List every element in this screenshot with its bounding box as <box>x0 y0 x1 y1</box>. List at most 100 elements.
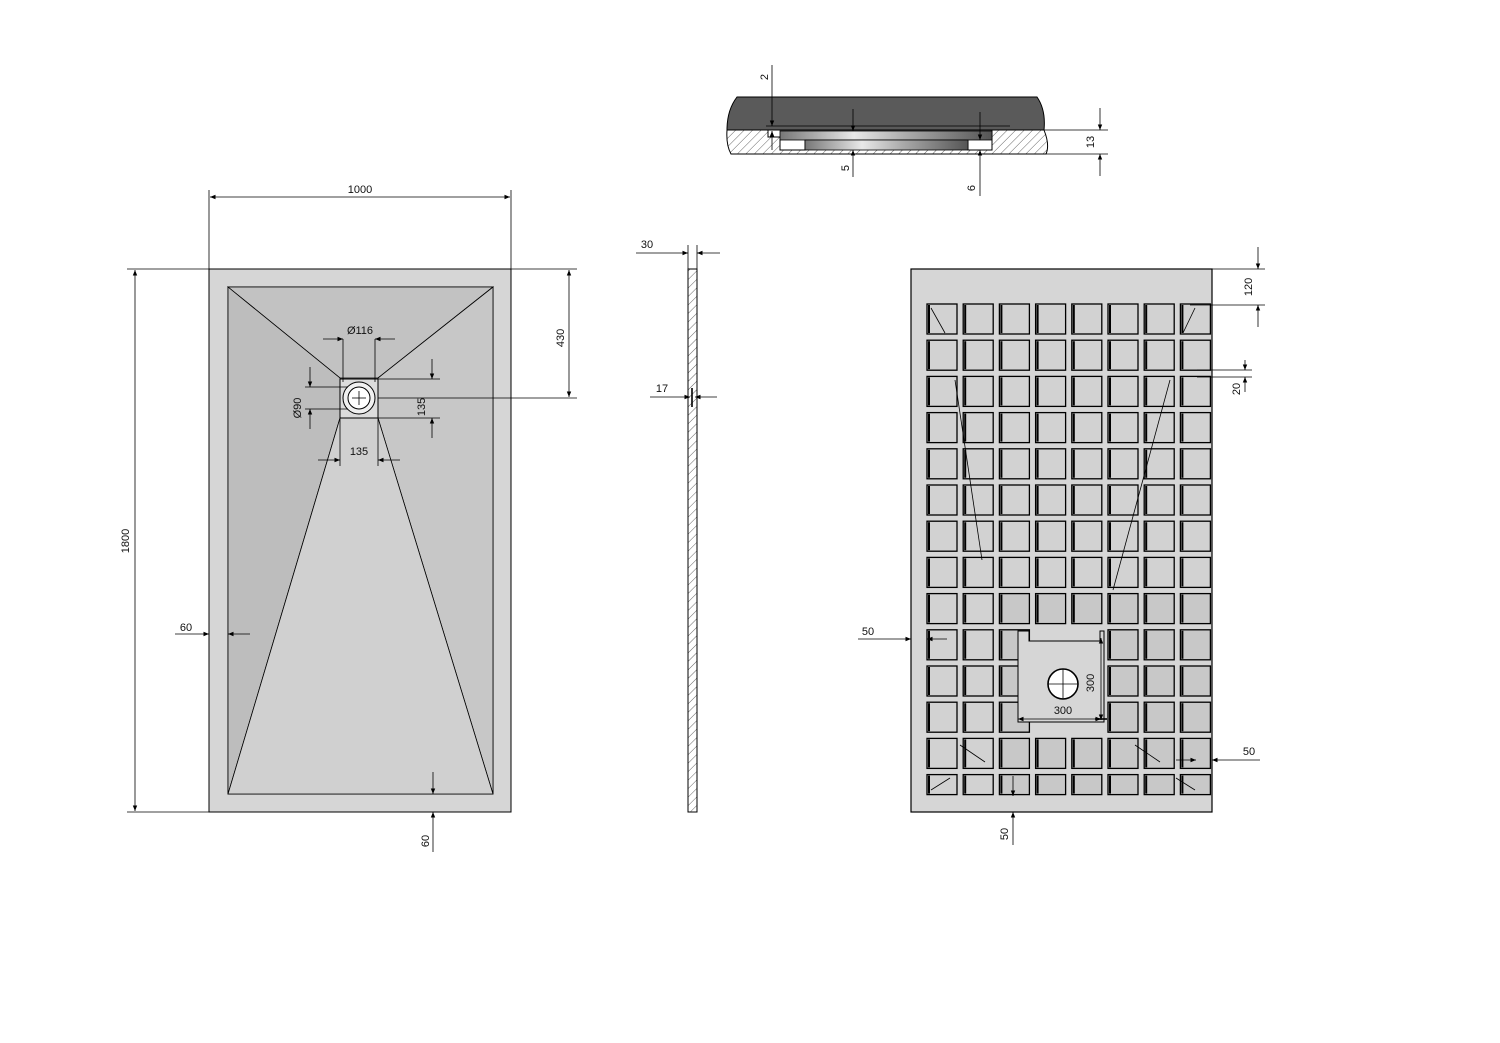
rib-cell <box>1071 484 1103 516</box>
rib-cell <box>998 411 1031 444</box>
slope-seam-line <box>930 777 951 791</box>
dim-grate-diameter-label: Ø116 <box>347 325 373 337</box>
side-profile <box>687 268 698 813</box>
rib-cell <box>926 484 958 516</box>
rib-cell <box>1071 303 1103 335</box>
rib-cell <box>1143 665 1175 697</box>
rib-cell <box>1143 303 1175 335</box>
dim-rim-side-label: 60 <box>180 622 192 634</box>
slope-seam-line <box>959 744 986 763</box>
rib-cell <box>1143 737 1175 770</box>
rib-cell <box>962 411 994 444</box>
rib-cell <box>926 701 958 733</box>
slope-seam-line <box>1175 777 1196 791</box>
dim-bottom-rib-label: 20 <box>1231 383 1243 395</box>
rib-cell <box>1107 701 1139 733</box>
rib-cell <box>1143 701 1175 733</box>
rib-cell <box>1034 411 1067 444</box>
rib-cell <box>962 556 994 589</box>
rib-cell <box>1179 701 1212 733</box>
rib-cell <box>1034 448 1067 480</box>
dim-grate-height-label: 135 <box>416 398 428 416</box>
rib-cell <box>962 665 994 697</box>
rib-cell <box>1107 665 1139 697</box>
rib-cell <box>926 629 958 661</box>
rib-cell <box>1034 303 1067 335</box>
rib-cell <box>962 339 994 371</box>
rib-cell <box>926 665 958 697</box>
rib-cell <box>1034 484 1067 516</box>
rib-cell <box>926 375 958 408</box>
dim-cutout-width-label: 300 <box>1054 705 1072 717</box>
rib-cell <box>1143 375 1175 408</box>
rib-cell <box>962 592 994 625</box>
dim-side-inner-label: 17 <box>656 383 668 395</box>
dim-section-recess-label: 2 <box>759 74 771 80</box>
rib-cell <box>1143 556 1175 589</box>
rib-cell <box>962 773 994 796</box>
rib-cell <box>1034 339 1067 371</box>
section-drain-body <box>804 139 969 151</box>
rib-cell <box>1179 556 1212 589</box>
dim-bottom-edge-left-label: 50 <box>862 626 874 638</box>
rib-cell <box>1107 484 1139 516</box>
rib-cell <box>1107 592 1139 625</box>
rib-cell <box>1107 629 1139 661</box>
rib-cell <box>1071 448 1103 480</box>
side-view: 30 17 <box>636 239 720 813</box>
section-view: 2 5 6 13 <box>726 65 1108 196</box>
slope-seam-line <box>1112 379 1171 591</box>
rib-cell <box>1143 520 1175 552</box>
dim-section-offset-label: 6 <box>966 185 978 191</box>
rib-cell <box>926 411 958 444</box>
rib-cell <box>1179 375 1212 408</box>
section-top-surface <box>726 96 1045 131</box>
rib-cell <box>926 592 958 625</box>
rib-cell <box>1179 448 1212 480</box>
dim-width-label: 1000 <box>348 184 372 196</box>
slope-seam-line <box>1134 744 1161 763</box>
rib-cell <box>1107 339 1139 371</box>
rib-cell <box>1034 520 1067 552</box>
rib-cell <box>1107 737 1139 770</box>
rib-cell <box>1179 737 1212 770</box>
rib-cell <box>1071 411 1103 444</box>
dim-section-drain-depth-label: 5 <box>840 165 852 171</box>
bottom-view: 120 20 50 50 50 300 300 <box>858 247 1265 845</box>
dim-bottom-edge-right-label: 50 <box>1243 746 1255 758</box>
rib-cell <box>926 773 958 796</box>
rib-cell <box>1143 484 1175 516</box>
rib-cell <box>1071 339 1103 371</box>
rib-cell <box>1179 665 1212 697</box>
dim-bottom-edge-top-label: 120 <box>1243 278 1255 296</box>
rib-cell <box>1143 629 1175 661</box>
rib-cell <box>1179 773 1212 796</box>
rib-cell <box>1143 448 1175 480</box>
rib-cell <box>926 448 958 480</box>
rib-cell <box>1071 520 1103 552</box>
rib-cell <box>1179 484 1212 516</box>
rib-cell <box>998 448 1031 480</box>
rib-cell <box>998 339 1031 371</box>
rib-cell <box>1143 411 1175 444</box>
rib-cell <box>962 375 994 408</box>
rib-cell <box>1179 629 1212 661</box>
rib-cell <box>1143 592 1175 625</box>
rib-cell <box>998 737 1031 770</box>
rib-cell <box>926 737 958 770</box>
rib-cell <box>998 556 1031 589</box>
rib-cell <box>962 701 994 733</box>
rib-cell <box>998 592 1031 625</box>
rib-cell <box>1034 375 1067 408</box>
rib-cell <box>1179 303 1212 335</box>
rib-cell <box>1071 773 1103 796</box>
rib-cell <box>1071 592 1103 625</box>
slope-seam-line <box>1182 307 1196 334</box>
rib-cell <box>1179 339 1212 371</box>
rib-cell <box>1034 556 1067 589</box>
rib-cell <box>962 484 994 516</box>
dim-drain-offset-label: 430 <box>555 329 567 347</box>
rib-cell <box>1107 303 1139 335</box>
dim-section-thickness-label: 13 <box>1085 136 1097 148</box>
rib-cell <box>1107 556 1139 589</box>
